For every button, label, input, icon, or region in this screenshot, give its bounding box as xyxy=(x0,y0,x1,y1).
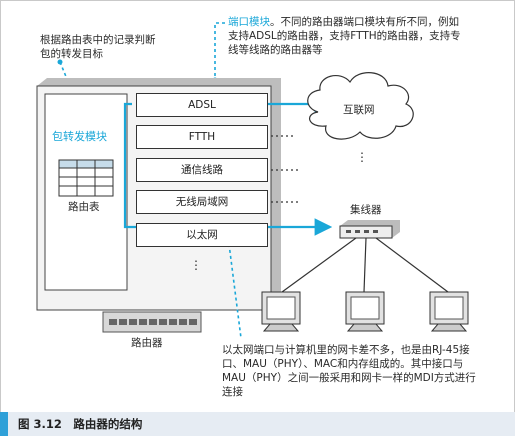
internet-label: 互联网 xyxy=(343,104,375,116)
routing-table-icon xyxy=(58,159,114,197)
note-line: MAU（PHY）之间一般采用和网卡一样的MDI方式进行 xyxy=(222,372,476,384)
router-label: 路由器 xyxy=(131,337,163,349)
ethernet-note: 以太网端口与计算机里的网卡差不多，也是由RJ-45接 口、MAU（PHY）、MA… xyxy=(222,343,512,399)
note-line: 支持ADSL的路由器，支持FTTH的路由器，支持专 xyxy=(228,30,461,42)
ethernet-note-pointer xyxy=(228,243,242,339)
routing-table-note: 根据路由表中的记录判断 包的转发目标 xyxy=(40,33,156,61)
hub-icon xyxy=(339,220,400,239)
note-line: 连接 xyxy=(222,386,243,398)
routing-table-label: 路由表 xyxy=(68,201,100,213)
hub-cable-middle xyxy=(363,237,367,293)
port-wlan: 无线局域网 xyxy=(136,190,268,214)
router-front-panel-ports xyxy=(109,319,197,325)
figure-caption: 图 3.12 路由器的结构 xyxy=(18,417,143,431)
note-line: 以太网端口与计算机里的网卡差不多，也是由RJ-45接 xyxy=(222,344,470,356)
note-line: 口、MAU（PHY）、MAC和内存组成的。其中接口与 xyxy=(222,358,464,370)
note-line: 根据路由表中的记录判断 xyxy=(40,34,156,46)
port-line: 通信线路 xyxy=(136,158,268,182)
port-ethernet: 以太网 xyxy=(136,223,268,247)
caption-bar xyxy=(0,412,515,436)
port-module-note: 端口模块。不同的路由器端口模块有所不同，例如 支持ADSL的路由器，支持FTTH… xyxy=(228,15,513,57)
port-adsl: ADSL xyxy=(136,93,268,117)
routing-note-pointer-dot xyxy=(57,59,63,65)
note-line: 线等线路的路由器等 xyxy=(228,44,323,56)
internet-cloud-icon xyxy=(307,72,414,140)
port-module-title: 端口模块 xyxy=(228,16,270,28)
hub-cable-right xyxy=(375,237,449,293)
note-line: 包的转发目标 xyxy=(40,48,103,60)
computer-icon xyxy=(429,291,469,332)
internet-more-ellipsis: ⋮ xyxy=(356,150,368,164)
computer-icon xyxy=(261,291,301,332)
port-note-pointer xyxy=(214,22,225,80)
port-ftth: FTTH xyxy=(136,125,268,149)
hub-cable-left xyxy=(281,237,357,293)
hub-label: 集线器 xyxy=(350,204,382,216)
computer-icon xyxy=(345,291,385,332)
more-ports-ellipsis: ⋮ xyxy=(190,258,202,272)
caption-accent xyxy=(0,412,8,436)
forwarding-module-label: 包转发模块 xyxy=(52,130,107,143)
note-line: 。不同的路由器端口模块有所不同，例如 xyxy=(270,16,459,28)
